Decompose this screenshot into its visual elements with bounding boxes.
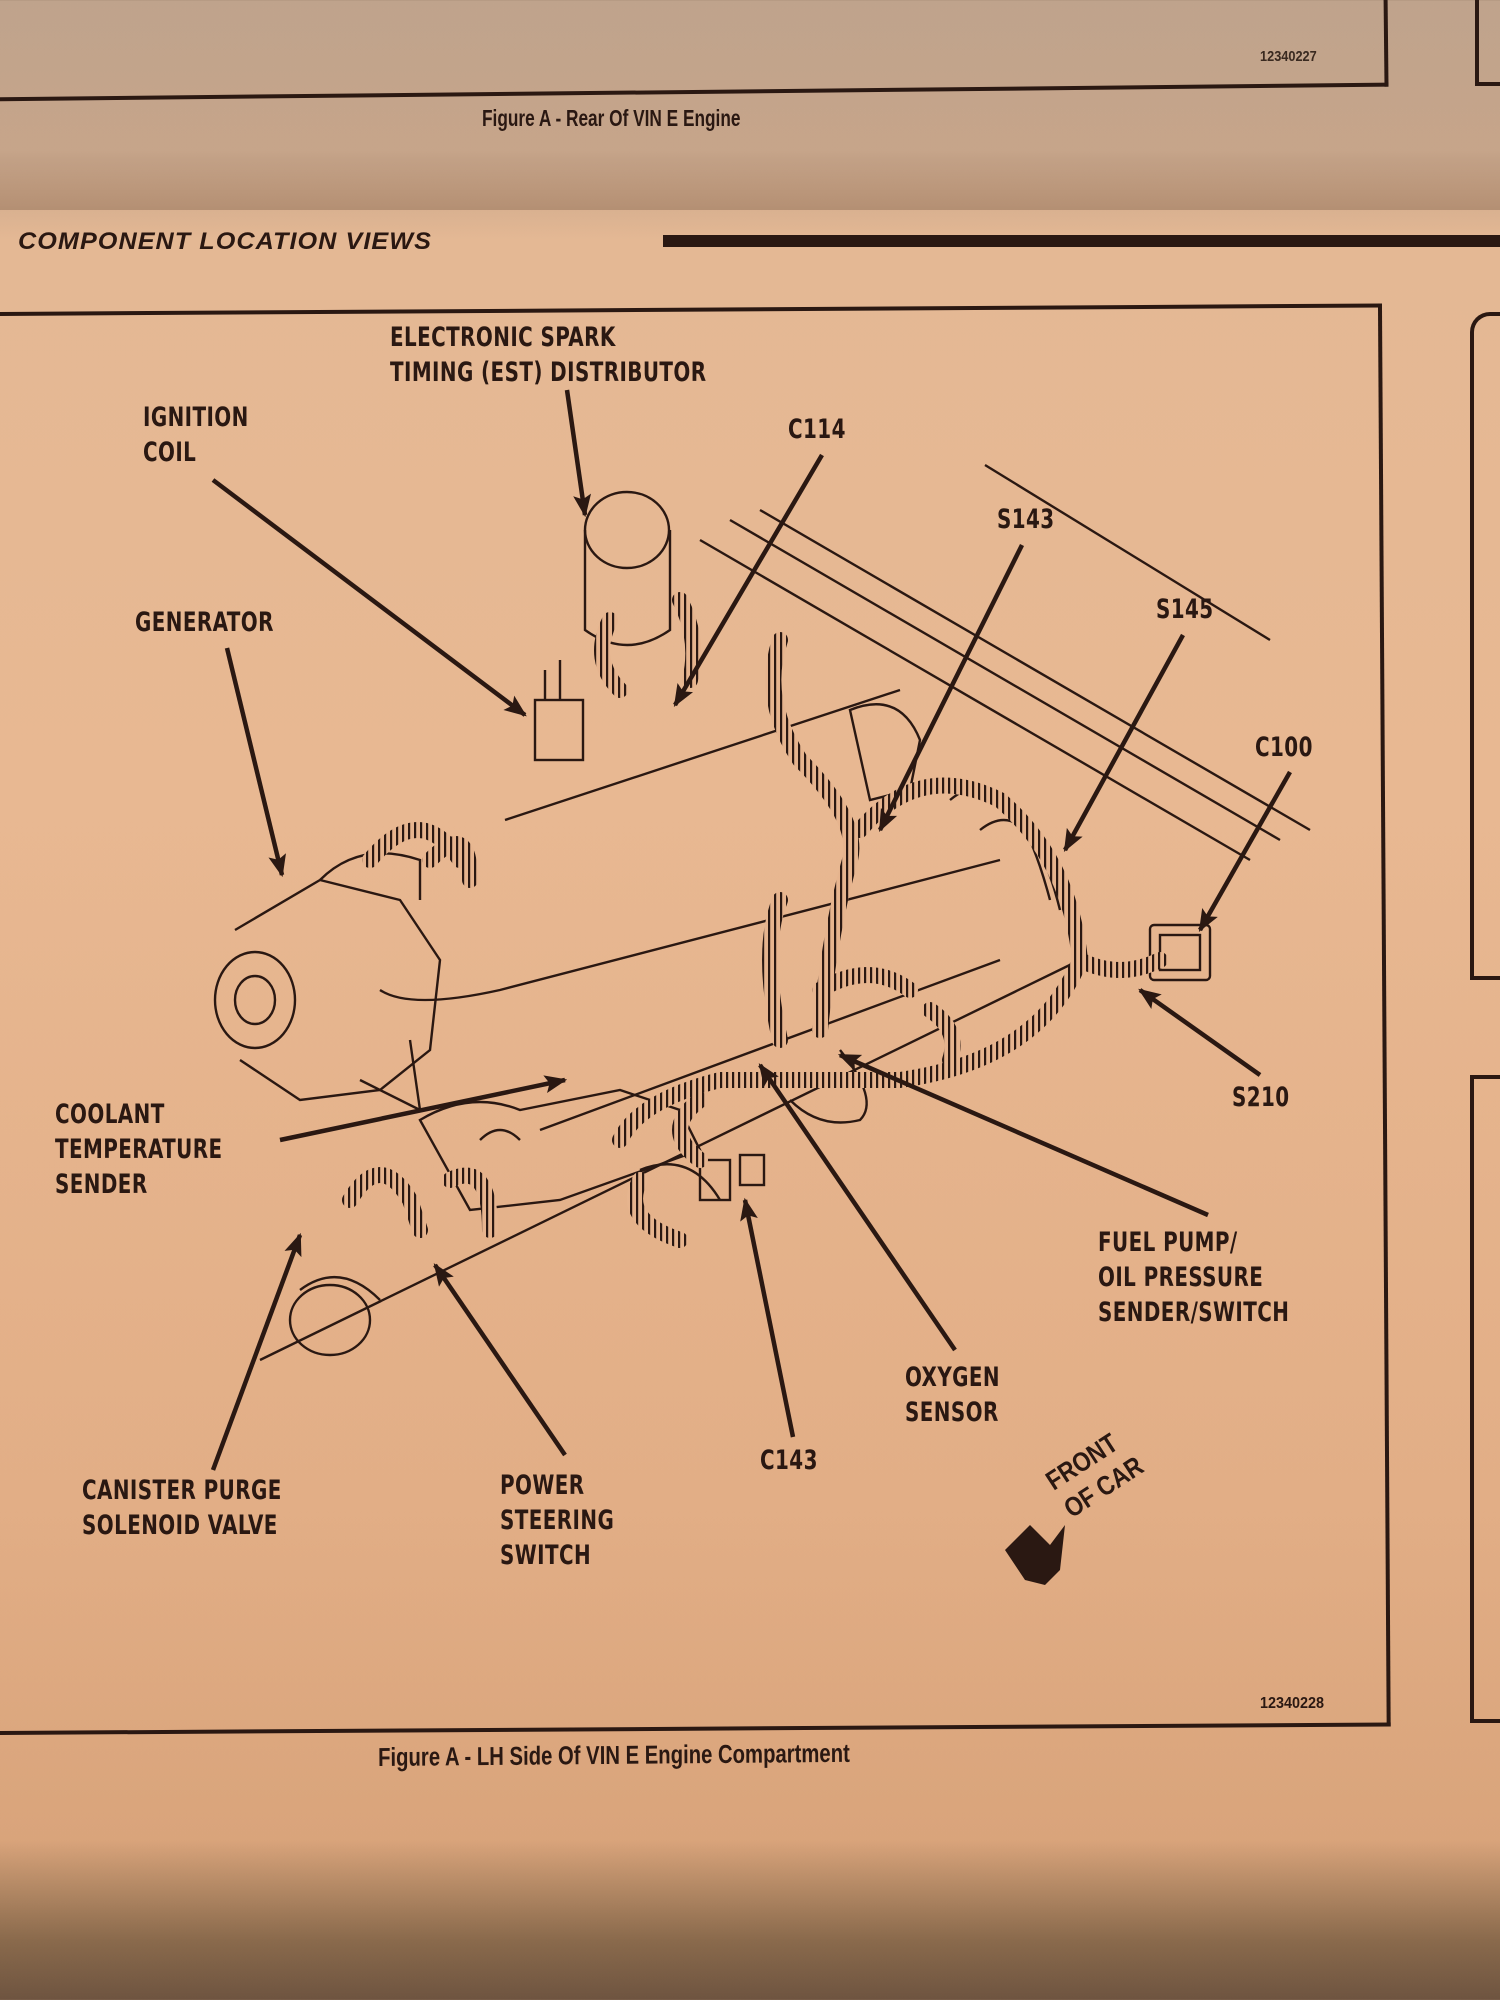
callout-canister-purge: CANISTER PURGE SOLENOID VALVE	[82, 1475, 282, 1541]
callout-s143: S143	[997, 504, 1055, 535]
callout-ignition-coil: IGNITION COIL	[143, 402, 249, 468]
callout-c143: C143	[760, 1445, 818, 1476]
leader-coolant-temp-sender	[279, 1075, 568, 1143]
leader-s145	[1063, 633, 1185, 852]
callout-generator: GENERATOR	[135, 607, 274, 638]
adjacent-figure-frame-bottom	[1470, 1075, 1500, 1723]
figure-number: 12340228	[1260, 1695, 1325, 1712]
callout-power-steering-switch: POWER STEERING SWITCH	[500, 1470, 615, 1571]
callout-s210: S210	[1232, 1082, 1290, 1113]
wiring-harness	[342, 592, 1168, 1248]
leader-c143	[740, 1197, 796, 1438]
generator-pulley	[213, 950, 297, 1050]
callout-s145: S145	[1156, 594, 1214, 625]
leader-s143	[877, 543, 1025, 833]
callout-c100: C100	[1255, 732, 1313, 763]
leader-canister-purge	[210, 1232, 303, 1471]
valve-cover-edge	[504, 688, 901, 822]
leader-c100	[1198, 770, 1292, 932]
leader-power-steering-switch	[433, 1263, 567, 1457]
leader-c114	[673, 453, 824, 707]
callout-coolant-temp-sender: COOLANT TEMPERATURE SENDER	[55, 1099, 223, 1200]
leader-generator	[224, 647, 286, 878]
callout-c114: C114	[788, 414, 846, 445]
generator-body	[234, 878, 442, 1102]
distributor-cap	[583, 490, 671, 570]
callout-oxygen-sensor: OXYGEN SENSOR	[905, 1362, 1001, 1428]
page-fold-shadow	[0, 150, 1500, 210]
previous-figure-caption: Figure A - Rear Of VIN E Engine	[482, 105, 741, 131]
leader-lines	[210, 389, 1292, 1471]
c100-connector	[1148, 923, 1212, 982]
leader-est-distributor	[564, 389, 592, 518]
section-rule	[663, 235, 1500, 247]
leader-fuel-pump-oil-pressure	[837, 1052, 1209, 1218]
callout-fuel-pump-oil-pressure: FUEL PUMP/ OIL PRESSURE SENDER/SWITCH	[1098, 1227, 1290, 1328]
leader-oxygen-sensor	[758, 1063, 957, 1352]
figure-caption: Figure A - LH Side Of VIN E Engine Compa…	[378, 1737, 850, 1772]
adjacent-figure-frame-top	[1470, 312, 1500, 980]
leader-ignition-coil	[211, 478, 527, 717]
arrow-down-left-icon	[1005, 1525, 1065, 1585]
callout-est-distributor: ELECTRONIC SPARK TIMING (EST) DISTRIBUTO…	[390, 322, 707, 388]
engine-block-edge	[379, 858, 1001, 1002]
section-heading: COMPONENT LOCATION VIEWS	[18, 228, 432, 255]
leader-s210	[1138, 988, 1262, 1077]
adjacent-figure-frame	[1475, 0, 1500, 86]
previous-figure-number: 12340227	[1260, 48, 1317, 65]
